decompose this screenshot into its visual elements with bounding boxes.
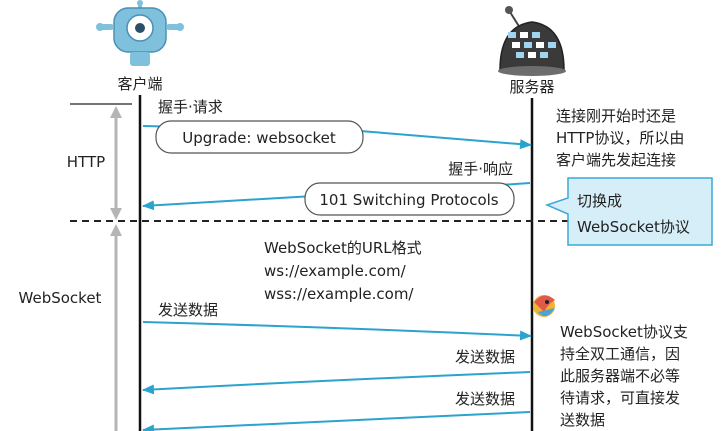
switch-protocol-callout: 切换成 WebSocket协议: [544, 177, 713, 246]
client-label: 客户端: [117, 75, 162, 93]
websocket-phase-range: [110, 224, 122, 431]
handshake-request-arrow: [142, 125, 532, 150]
svg-text:此服务器端不必等: 此服务器端不必等: [560, 367, 680, 385]
svg-text:WebSocket协议: WebSocket协议: [577, 218, 690, 236]
bird-icon: [533, 295, 555, 317]
svg-text:WebSocket的URL格式: WebSocket的URL格式: [264, 239, 422, 257]
svg-text:连接刚开始时还是: 连接刚开始时还是: [556, 107, 676, 125]
server-send-arrow-1: [142, 371, 531, 395]
http-phase-label: HTTP: [67, 153, 105, 171]
handshake-request-label: 握手·请求: [158, 98, 223, 116]
websocket-phase-label: WebSocket: [19, 289, 102, 307]
svg-text:待请求，可直接发: 待请求，可直接发: [560, 389, 680, 407]
server-robot-icon: [498, 6, 566, 76]
server-send-arrow-2: [142, 411, 531, 431]
http-note: 连接刚开始时还是 HTTP协议，所以由 客户端先发起连接: [556, 107, 684, 169]
svg-text:ws://example.com/: ws://example.com/: [264, 262, 407, 280]
http-phase-range: [110, 106, 122, 220]
server-send-label-1: 发送数据: [455, 348, 515, 366]
svg-text:WebSocket协议支: WebSocket协议支: [560, 323, 688, 341]
handshake-response-label: 握手·响应: [448, 160, 513, 178]
url-format-note: WebSocket的URL格式 ws://example.com/ wss://…: [264, 239, 422, 303]
svg-text:切换成: 切换成: [577, 192, 622, 210]
client-send-arrow: [142, 321, 532, 341]
server-send-label-2: 发送数据: [455, 390, 515, 408]
svg-text:客户端先发起连接: 客户端先发起连接: [556, 151, 676, 169]
upgrade-header-text: Upgrade: websocket: [182, 129, 336, 147]
upgrade-header-pill: [155, 120, 364, 154]
robot-icon: [96, 0, 184, 66]
svg-text:wss://example.com/: wss://example.com/: [264, 285, 414, 303]
switching-protocols-text: 101 Switching Protocols: [319, 191, 498, 209]
full-duplex-note: WebSocket协议支 持全双工通信，因 此服务器端不必等 待请求，可直接发 …: [560, 323, 688, 429]
switching-protocols-pill: [304, 182, 515, 216]
svg-text:送数据: 送数据: [560, 411, 605, 429]
svg-text:HTTP协议，所以由: HTTP协议，所以由: [556, 129, 684, 147]
client-send-label: 发送数据: [158, 301, 218, 319]
svg-text:持全双工通信，因: 持全双工通信，因: [560, 345, 680, 363]
server-label: 服务器: [509, 78, 554, 96]
